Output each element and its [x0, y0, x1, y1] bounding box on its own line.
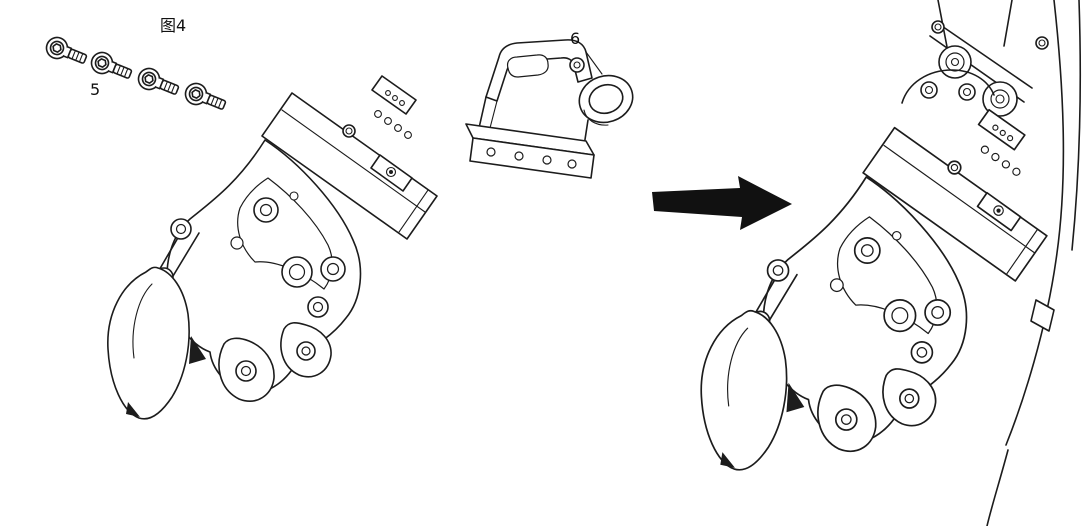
- bracket-part: [465, 39, 634, 179]
- bracket-callout-label: 6: [570, 29, 581, 48]
- robot-arm: [901, 0, 1082, 526]
- gripper-detached: [107, 75, 438, 420]
- gripper-assembled: [700, 108, 1048, 471]
- arrow-right-icon: [652, 176, 792, 230]
- screws-callout-label: 5: [90, 80, 101, 99]
- figure-label: 图4: [160, 16, 187, 35]
- screws-group: [42, 33, 230, 116]
